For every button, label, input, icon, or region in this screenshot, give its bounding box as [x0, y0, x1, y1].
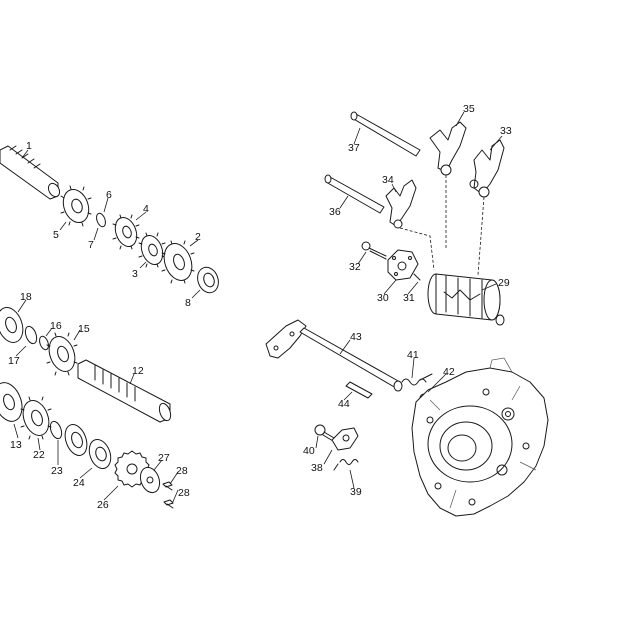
- pin-part-31: [413, 273, 421, 281]
- shift-fork-part-33: [469, 139, 505, 198]
- callout-39: 39: [350, 486, 362, 498]
- bearing-part-24-a: [64, 424, 88, 456]
- pin-part-44: [345, 381, 373, 399]
- ring-part-23: [49, 420, 63, 440]
- gear-part-18: [0, 307, 24, 343]
- counter-shaft-assembly: [0, 307, 174, 509]
- shift-drum-assembly: [324, 111, 505, 326]
- bolt-part-28-lower: [163, 499, 174, 509]
- shaft-part-12: [77, 359, 172, 423]
- gear-part-5: [60, 185, 92, 227]
- spring-part-39: [333, 459, 359, 471]
- crankcase-cover: [411, 357, 549, 517]
- shift-drum-part-29: [427, 273, 505, 326]
- callout-34: 34: [382, 174, 394, 186]
- shift-fork-part-35: [429, 121, 467, 176]
- callout-36: 36: [329, 206, 341, 218]
- callout-18: 18: [20, 291, 32, 303]
- leader-lines: [13, 111, 503, 505]
- shaft-part-1: [0, 145, 61, 200]
- bolt-part-40: [314, 424, 335, 442]
- main-shaft-assembly: [0, 145, 219, 294]
- callout-6: 6: [106, 189, 112, 201]
- bolt-part-28-upper: [162, 481, 173, 491]
- callout-labels: 1 2 3 4 5 6 7 8 12 13 15 16 17 18 22 23 …: [8, 103, 512, 511]
- callout-26: 26: [97, 499, 109, 511]
- shift-arm-part-38: [331, 427, 359, 451]
- callout-5: 5: [53, 229, 59, 241]
- callout-15: 15: [78, 323, 90, 335]
- spring-part-41: [401, 373, 433, 386]
- plate-part-27: [139, 466, 161, 494]
- callout-8: 8: [185, 297, 191, 309]
- gear-part-3: [138, 232, 166, 268]
- callout-23: 23: [51, 465, 63, 477]
- callout-22: 22: [33, 449, 45, 461]
- callout-3: 3: [132, 268, 138, 280]
- alignment-line-33: [477, 196, 485, 276]
- callout-37: 37: [348, 142, 360, 154]
- stopper-plate-part-30: [387, 249, 419, 281]
- ring-part-16: [39, 335, 49, 351]
- callout-17: 17: [8, 355, 20, 367]
- callout-30: 30: [377, 292, 389, 304]
- bearing-part-24: [88, 438, 112, 470]
- gear-part-2: [161, 240, 195, 284]
- callout-7: 7: [88, 239, 94, 251]
- callout-28-upper: 28: [176, 465, 188, 477]
- ring-part-17: [24, 325, 38, 345]
- gear-part-22: [20, 396, 52, 440]
- callout-4: 4: [143, 203, 149, 215]
- callout-40: 40: [303, 445, 315, 457]
- callout-42: 42: [443, 366, 455, 378]
- callout-33: 33: [500, 125, 512, 137]
- callout-1: 1: [26, 140, 32, 152]
- ring-part-6: [96, 212, 106, 228]
- callout-28-lower: 28: [178, 487, 190, 499]
- callout-44: 44: [338, 398, 350, 410]
- callout-43: 43: [350, 331, 362, 343]
- callout-27: 27: [158, 452, 170, 464]
- gear-part-13: [0, 382, 23, 422]
- gear-part-4: [112, 214, 140, 250]
- callout-31: 31: [403, 292, 415, 304]
- bolt-part-32: [361, 241, 387, 260]
- shift-fork-part-34: [385, 179, 417, 229]
- fork-rod-part-36: [324, 174, 385, 214]
- callout-32: 32: [349, 261, 361, 273]
- callout-41: 41: [407, 349, 419, 361]
- alignment-line-34: [399, 227, 435, 271]
- callout-38: 38: [311, 462, 323, 474]
- callout-35: 35: [463, 103, 475, 115]
- callout-12: 12: [132, 365, 144, 377]
- callout-13: 13: [10, 439, 22, 451]
- callout-24: 24: [73, 477, 85, 489]
- fork-rod-part-37: [350, 111, 421, 157]
- callout-16: 16: [50, 320, 62, 332]
- gear-part-15: [46, 332, 78, 376]
- bearing-part-8: [197, 266, 219, 294]
- callout-29: 29: [498, 277, 510, 289]
- callout-2: 2: [195, 231, 201, 243]
- shift-shaft-part-43: [265, 319, 403, 392]
